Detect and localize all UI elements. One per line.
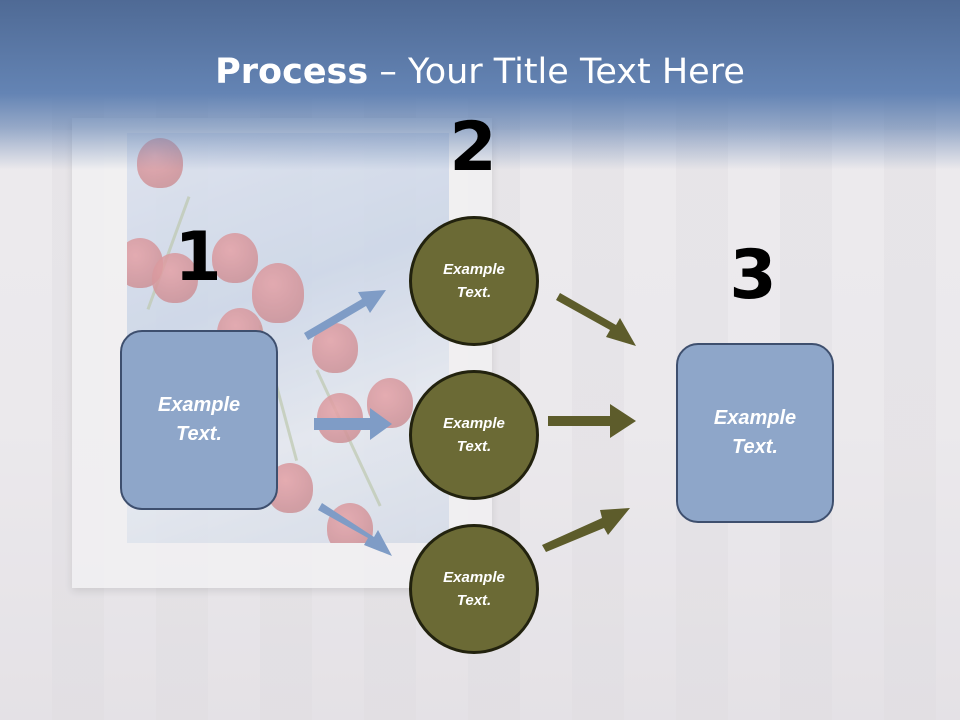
arrow-middle-to-3 (548, 404, 636, 438)
arrow-1-to-bottom (318, 503, 392, 556)
circle-middle[interactable]: Example Text. (409, 370, 539, 500)
arrow-1-to-middle (314, 408, 392, 440)
step-number-1: 1 (174, 218, 222, 297)
circle-top-label: Example Text. (443, 261, 505, 301)
title-rest: – Your Title Text Here (368, 52, 745, 92)
step-1-label: Example Text. (157, 394, 241, 445)
step-1-box[interactable]: Example Text. (120, 330, 278, 510)
circle-middle-label: Example Text. (443, 415, 505, 455)
step-number-2: 2 (449, 108, 497, 187)
page-title: Process – Your Title Text Here (0, 52, 960, 92)
circle-bottom[interactable]: Example Text. (409, 524, 539, 654)
arrow-bottom-to-3 (542, 508, 630, 552)
step-3-box[interactable]: Example Text. (676, 343, 834, 523)
step-3-label: Example Text. (713, 407, 797, 458)
header-band (0, 0, 960, 170)
picture-frame (72, 118, 492, 588)
arrow-1-to-top (304, 290, 386, 340)
circle-bottom-label: Example Text. (443, 569, 505, 609)
circle-top[interactable]: Example Text. (409, 216, 539, 346)
title-bold: Process (215, 52, 369, 92)
arrow-top-to-3 (556, 293, 636, 346)
step-number-3: 3 (729, 236, 777, 315)
